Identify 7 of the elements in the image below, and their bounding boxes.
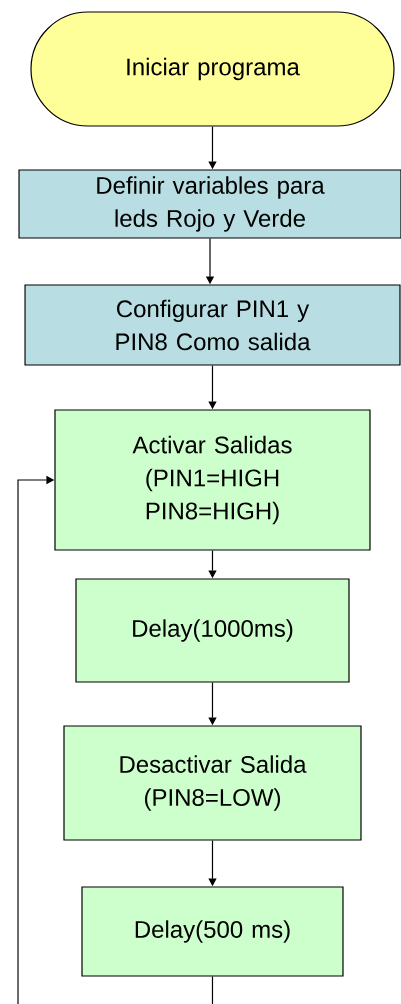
process-box: Delay(500 ms)	[81, 886, 344, 977]
process-box: Desactivar Salida (PIN8=LOW)	[63, 725, 362, 841]
process-box: Definir variables para leds Rojo y Verde	[18, 169, 401, 239]
process-box: Delay(1000ms)	[75, 578, 350, 683]
arrow	[17, 475, 214, 1004]
process-box: Activar Salidas (PIN1=HIGH PIN8=HIGH)	[54, 409, 371, 551]
process-box: Configurar PIN1 y PIN8 Como salida	[24, 284, 401, 366]
